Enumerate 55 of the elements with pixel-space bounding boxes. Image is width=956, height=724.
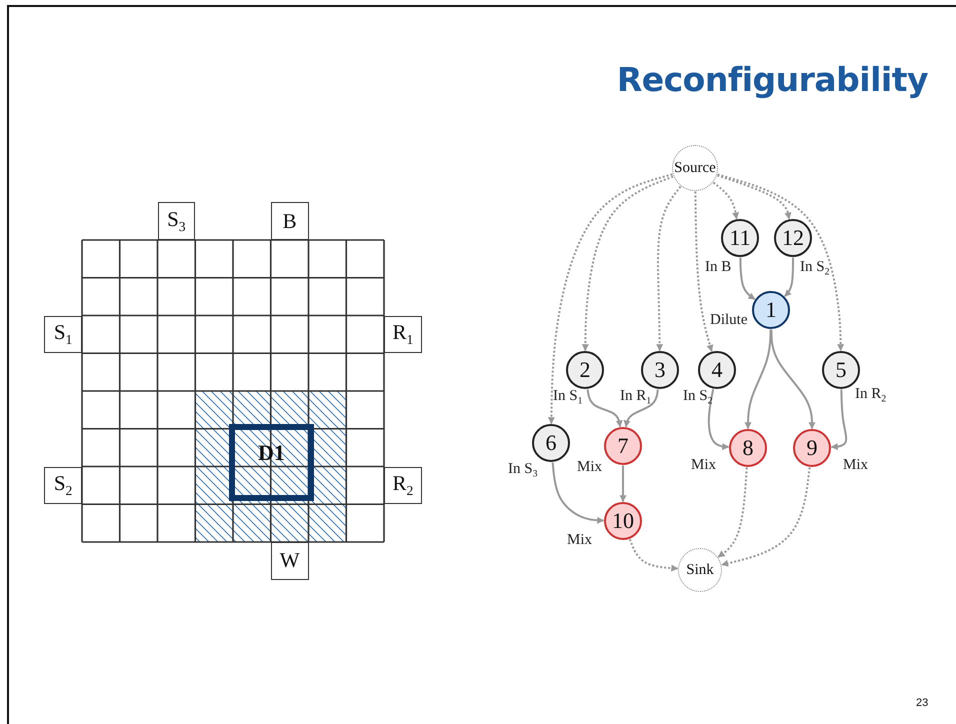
arrow (656, 186, 682, 352)
arrow (830, 389, 848, 450)
node-caption: In S$_{1}$ (553, 389, 582, 406)
arrow (552, 462, 604, 524)
port-box: S$_{1}$ (44, 316, 82, 354)
input-node: 4 (698, 351, 736, 389)
dilute-node: 1 (752, 291, 790, 329)
arrow (586, 389, 623, 428)
mix-node: 10 (604, 502, 642, 540)
input-node: 5 (822, 351, 860, 389)
node-caption: Mix (691, 458, 716, 473)
input-node: 6 (532, 424, 570, 462)
port-box: B (270, 202, 308, 240)
input-node: 2 (566, 351, 604, 389)
node-caption: In R$_{1}$ (620, 389, 652, 406)
arrow (548, 173, 673, 424)
node-caption: Mix (567, 533, 592, 548)
node-caption: Mix (843, 458, 868, 473)
arrow (744, 329, 772, 430)
node-caption: In S$_{3}$ (508, 462, 538, 480)
node-caption: In R$_{2}$ (855, 387, 886, 404)
arrow (739, 257, 756, 300)
arrow (624, 389, 659, 428)
arrow (770, 329, 816, 430)
node-caption: In S$_{2}$ (683, 389, 712, 406)
arrow (784, 258, 794, 297)
node-caption: Mix (577, 460, 602, 475)
arrow (716, 174, 792, 220)
input-node: 11 (721, 219, 759, 257)
arrow (721, 467, 811, 567)
arrow (582, 176, 674, 352)
arrow (717, 174, 844, 352)
node-caption: Dilute (710, 313, 748, 328)
node-caption: In S$_{2}$ (800, 260, 830, 278)
arrow (628, 538, 678, 572)
arrow (620, 466, 626, 502)
mix-node: 9 (793, 429, 831, 467)
mix-node: 8 (729, 429, 767, 467)
port-box: S$_{3}$ (158, 202, 196, 240)
slide-title: Reconfigurability (616, 60, 928, 99)
arrow (694, 191, 714, 352)
arrow (712, 182, 739, 220)
page-number: 23 (916, 697, 928, 709)
node-caption: In B (705, 260, 732, 275)
port-box: S$_{2}$ (44, 466, 82, 504)
port-box: R$_{2}$ (384, 466, 422, 504)
arrow (708, 388, 730, 450)
arrow (718, 467, 748, 558)
input-node: 12 (774, 219, 812, 257)
terminal-node: Source (672, 145, 718, 191)
port-box: W (270, 542, 308, 580)
port-box: R$_{1}$ (384, 316, 422, 354)
input-node: 3 (641, 351, 679, 389)
terminal-node: Sink (678, 548, 722, 592)
mix-node: 7 (604, 427, 642, 465)
